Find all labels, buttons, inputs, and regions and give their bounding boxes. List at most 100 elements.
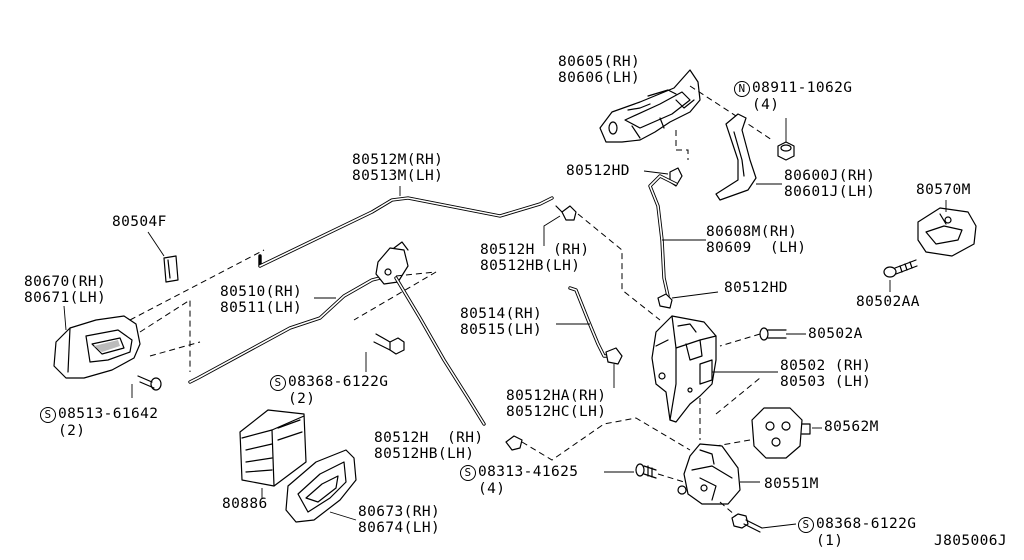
symbol-s-icon: S xyxy=(40,407,56,423)
bracket-drawing xyxy=(715,113,757,201)
center-screw-drawing xyxy=(635,463,657,479)
label-line: 80502A xyxy=(808,326,863,342)
label-line: 80510(RH) xyxy=(220,284,303,300)
label-line: 80605(RH) xyxy=(558,54,641,70)
nut-drawing xyxy=(777,141,795,161)
label-line: 80512HD xyxy=(724,280,788,296)
label-line: 80601J(LH) xyxy=(784,184,876,200)
label-line: J805006J xyxy=(934,533,1008,549)
label-line: 80513M(LH) xyxy=(352,168,444,184)
label-clip-h-bottom: 80512H (RH) 80512HB(LH) xyxy=(374,430,484,462)
bottom-bolt-drawing xyxy=(731,513,763,533)
label-striker: 80570M xyxy=(916,182,971,198)
label-line: 80515(LH) xyxy=(460,322,543,338)
label-exterior-handle: 80605(RH) 80606(LH) xyxy=(558,54,640,86)
large-pad-drawing xyxy=(239,409,307,487)
diagram-code: J805006J xyxy=(934,533,1007,549)
label-actuator-part: 80562M xyxy=(824,419,879,435)
label-line: 80671(LH) xyxy=(24,290,107,306)
clip-h-top-drawing xyxy=(555,205,577,221)
label-line: 80886 xyxy=(222,496,268,512)
label-line: 80609 (LH) xyxy=(706,240,807,256)
label-line: 80512H (RH) xyxy=(480,242,590,258)
label-line: 80512HC(LH) xyxy=(506,404,607,420)
label-line: 80512M(RH) xyxy=(352,152,444,168)
symbol-s-icon: S xyxy=(798,517,814,533)
label-clip-ha: 80512HA(RH) 80512HC(LH) xyxy=(506,388,606,420)
label-line: 80512H (RH) xyxy=(374,430,484,446)
clip-hd-mid-drawing xyxy=(657,293,673,309)
label-code: 08368-6122G xyxy=(816,516,917,532)
left-screw-drawing xyxy=(137,375,162,391)
lock-screw-drawing xyxy=(759,327,787,341)
label-large-pad: 80886 xyxy=(222,496,268,512)
mid-bolt-drawing xyxy=(373,333,405,355)
label-line: 80562M xyxy=(824,419,879,435)
label-striker-screw: 80502AA xyxy=(856,294,920,310)
label-qty: (2) xyxy=(288,391,316,407)
label-line: 80512HB(LH) xyxy=(374,446,475,462)
label-line: 80674(LH) xyxy=(358,520,441,536)
symbol-s-icon: S xyxy=(460,465,476,481)
door-lock-drawing xyxy=(651,315,717,423)
small-pad-drawing xyxy=(163,255,179,283)
label-line: 80673(RH) xyxy=(358,504,441,520)
exterior-handle-drawing xyxy=(599,69,701,143)
actuator-drawing xyxy=(677,443,741,505)
label-code: 08911-1062G xyxy=(752,80,853,96)
label-rod-lock: 80514(RH) 80515(LH) xyxy=(460,306,542,338)
interior-handle-drawing xyxy=(53,315,141,379)
label-code: 08513-61642 xyxy=(58,406,159,422)
label-line: 80512HD xyxy=(566,163,630,179)
label-qty: (2) xyxy=(58,423,86,439)
label-rod-long: 80512M(RH) 80513M(LH) xyxy=(352,152,443,184)
label-line: 80504F xyxy=(112,214,167,230)
label-interior-handle: 80670(RH) 80671(LH) xyxy=(24,274,106,306)
label-code: 08313-41625 xyxy=(478,464,579,480)
label-small-pad: 80504F xyxy=(112,214,167,230)
label-code: 08368-6122G xyxy=(288,374,389,390)
label-qty: (4) xyxy=(752,97,780,113)
escutcheon-drawing xyxy=(285,449,357,523)
symbol-s-icon: S xyxy=(270,375,286,391)
label-qty: (1) xyxy=(816,533,844,549)
label-door-lock: 80502 (RH) 80503 (LH) xyxy=(780,358,871,390)
striker-drawing xyxy=(917,207,977,257)
label-rod-interior: 80510(RH) 80511(LH) xyxy=(220,284,302,316)
actuator-part-drawing xyxy=(751,407,811,459)
clip-h-bottom-drawing xyxy=(505,435,523,451)
label-actuator: 80551M xyxy=(764,476,819,492)
label-line: 80608M(RH) xyxy=(706,224,798,240)
label-line: 80503 (LH) xyxy=(780,374,872,390)
label-line: 80502 (RH) xyxy=(780,358,872,374)
label-line: 80600J(RH) xyxy=(784,168,876,184)
label-line: 80512HB(LH) xyxy=(480,258,581,274)
label-escutcheon: 80673(RH) 80674(LH) xyxy=(358,504,440,536)
label-bracket: 80600J(RH) 80601J(LH) xyxy=(784,168,875,200)
clip-ha-drawing xyxy=(605,347,623,365)
label-clip-hd-top: 80512HD xyxy=(566,163,630,179)
symbol-n-icon: N xyxy=(734,81,750,97)
label-line: 80514(RH) xyxy=(460,306,543,322)
label-lock-screw: 80502A xyxy=(808,326,863,342)
bell-crank-drawing xyxy=(375,241,409,285)
label-line: 80511(LH) xyxy=(220,300,303,316)
label-rod-exterior: 80608M(RH) 80609 (LH) xyxy=(706,224,806,256)
label-line: 80670(RH) xyxy=(24,274,107,290)
label-line: 80606(LH) xyxy=(558,70,641,86)
label-line: 80570M xyxy=(916,182,971,198)
label-clip-h-top: 80512H (RH) 80512HB(LH) xyxy=(480,242,590,274)
label-line: 80512HA(RH) xyxy=(506,388,607,404)
label-clip-hd-mid: 80512HD xyxy=(724,280,788,296)
label-qty: (4) xyxy=(478,481,506,497)
label-line: 80502AA xyxy=(856,294,920,310)
striker-screw-drawing xyxy=(883,259,918,278)
label-line: 80551M xyxy=(764,476,819,492)
